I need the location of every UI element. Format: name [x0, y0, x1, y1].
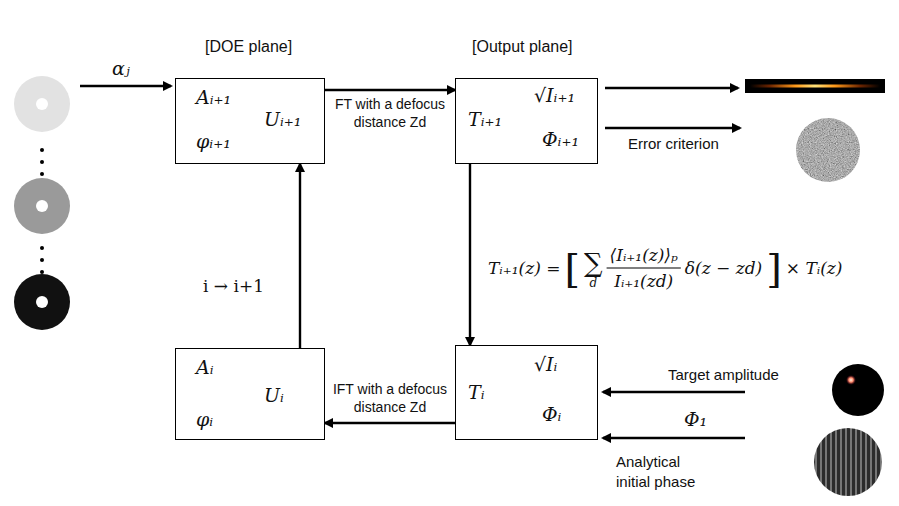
ellipsis-dot [40, 160, 44, 164]
target-spot [846, 375, 856, 385]
field-symbol: Aᵢ [196, 357, 214, 379]
focal-line-beam [750, 85, 880, 88]
ellipsis-dot [40, 148, 44, 152]
field-symbol: φᵢ₊₁ [196, 131, 231, 153]
field-symbol: Φᵢ₊₁ [542, 129, 579, 151]
noise-phase-image [796, 118, 860, 182]
process-box: Tᵢ √IᵢΦᵢ [455, 345, 598, 440]
iteration-note: i → i+1 [203, 276, 264, 296]
equation-bracket: ] [766, 248, 782, 288]
equation-term: δ(z − zd) [685, 258, 762, 278]
arrow-note: Error criterion [628, 134, 719, 154]
arrow-note: Analytical initial phase [616, 452, 704, 491]
flow-arrow [299, 164, 301, 348]
input-arrow [80, 85, 171, 87]
equation-term: Tᵢ₊₁(z) = [488, 258, 560, 278]
equation-numerator: ⟨Iᵢ₊₁(z)⟩ₚ [610, 245, 678, 265]
ellipsis-dot [40, 172, 44, 176]
flow-arrow [469, 164, 471, 345]
focal-line-image [745, 79, 885, 93]
flow-arrow [325, 422, 455, 424]
output-arrow [605, 87, 738, 89]
fraction-bar [607, 267, 681, 268]
noise-texture [796, 118, 860, 182]
disk-hole [36, 296, 48, 308]
process-box: Tᵢ₊₁ √Iᵢ₊₁ Φᵢ₊₁ [455, 78, 598, 164]
transform-label: IFT with a defocus distance Zd [327, 381, 453, 417]
equation-denominator: Iᵢ₊₁(zd) [614, 271, 673, 291]
equation-index: d [589, 277, 597, 289]
ellipsis-dot [40, 258, 44, 262]
flow-arrow [325, 89, 455, 91]
plane-heading: [DOE plane] [205, 37, 292, 58]
target-amplitude-image [832, 364, 884, 416]
disk-hole [36, 200, 48, 212]
equation-sum: ∑ [584, 250, 603, 276]
field-symbol: Uᵢ₊₁ [264, 109, 301, 131]
process-box: Aᵢ₊₁ Uᵢ₊₁ φᵢ₊₁ [175, 78, 325, 164]
initial-phase-image [814, 428, 882, 496]
field-symbol: φᵢ [196, 409, 213, 431]
ellipsis-dot [40, 246, 44, 250]
field-symbol: Aᵢ₊₁ [196, 87, 231, 109]
target-arrow [603, 391, 745, 393]
input-amplitude-disk [14, 274, 70, 330]
weight-symbol: αⱼ [112, 57, 130, 80]
transform-label: FT with a defocus distance Zd [327, 96, 453, 132]
field-symbol: Tᵢ [468, 382, 485, 404]
ellipsis-dot [40, 270, 44, 274]
field-symbol: √Iᵢ₊₁ [534, 85, 575, 107]
input-amplitude-disk [14, 178, 70, 234]
equation-term: × Tᵢ(z) [786, 258, 843, 278]
arrow-note: Target amplitude [668, 365, 779, 385]
field-symbol: Uᵢ [264, 385, 284, 407]
field-symbol: √Iᵢ [534, 354, 557, 376]
phase-symbol: Φ₁ [684, 408, 707, 431]
phase-stripes [814, 428, 882, 496]
phase-arrow [603, 437, 745, 439]
error-arrow [605, 127, 740, 129]
disk-hole [36, 98, 48, 110]
process-box: AᵢUᵢ φᵢ [175, 348, 325, 440]
equation-bracket: [ [564, 248, 580, 288]
field-symbol: Tᵢ₊₁ [468, 109, 502, 131]
field-symbol: Φᵢ [542, 404, 561, 426]
plane-heading: [Output plane] [472, 37, 573, 58]
input-amplitude-disk [14, 76, 70, 132]
